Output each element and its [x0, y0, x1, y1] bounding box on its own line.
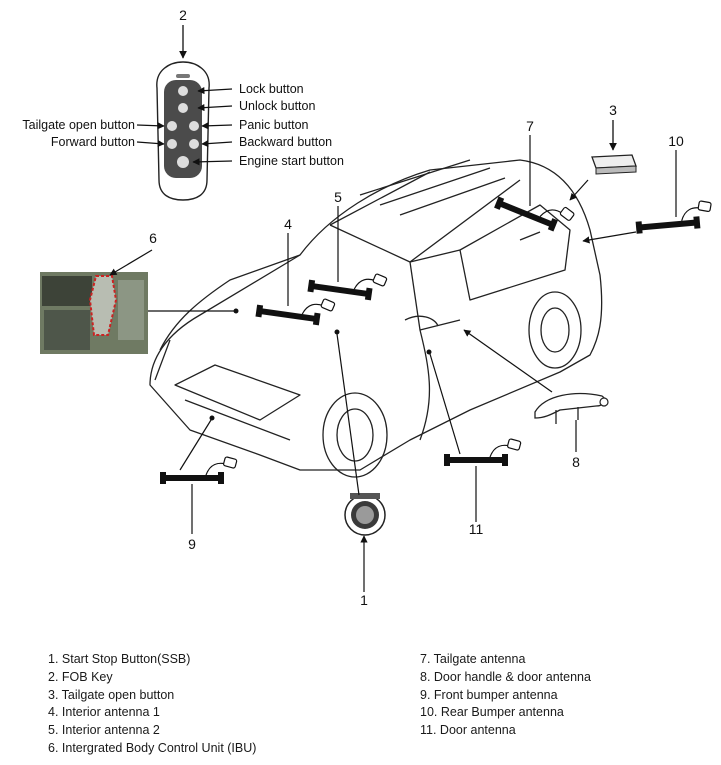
- callout-1: 1: [360, 592, 368, 608]
- component-location-diagram: Lock button Unlock button Panic button B…: [22, 7, 715, 608]
- legend-item: 7. Tailgate antenna: [420, 652, 526, 666]
- legend-item: 5. Interior antenna 2: [48, 723, 160, 738]
- legend-item: 3. Tailgate open button: [48, 687, 175, 702]
- callout-4: 4: [284, 216, 292, 232]
- fob-label-backward: Backward button: [239, 135, 332, 149]
- legend-item: 1. Start Stop Button(SSB): [48, 652, 191, 666]
- legend-left: 1. Start Stop Button(SSB) 2. FOB Key 3. …: [48, 651, 256, 758]
- ibu-photo: [40, 272, 148, 354]
- legend-item: 2. FOB Key: [48, 669, 113, 684]
- fob-label-forward: Forward button: [51, 135, 135, 149]
- tailgate-open-button-part: [591, 154, 637, 175]
- callout-10: 10: [668, 133, 684, 149]
- callout-2: 2: [179, 7, 187, 23]
- interior-antenna-1: [254, 288, 337, 328]
- fob-label-tailgate: Tailgate open button: [22, 118, 135, 132]
- callout-3: 3: [609, 102, 617, 118]
- fob-key: [156, 61, 210, 201]
- rear-bumper-antenna: [633, 199, 715, 235]
- legend-item: 9. Front bumper antenna: [420, 687, 558, 702]
- fob-label-engine: Engine start button: [239, 154, 344, 168]
- fob-label-panic: Panic button: [239, 118, 309, 132]
- legend-item: 10. Rear Bumper antenna: [420, 705, 564, 720]
- front-bumper-antenna: [159, 456, 238, 485]
- legend-right: 7. Tailgate antenna 8. Door handle & doo…: [420, 651, 591, 740]
- legend-item: 4. Interior antenna 1: [48, 705, 160, 720]
- fob-label-unlock: Unlock button: [239, 99, 315, 113]
- callout-11: 11: [469, 521, 484, 537]
- interior-antenna-2: [306, 263, 389, 303]
- fob-label-lock: Lock button: [239, 82, 304, 96]
- car-illustration: [149, 159, 603, 478]
- start-stop-button: [344, 493, 386, 536]
- callout-9: 9: [188, 536, 196, 552]
- callout-5: 5: [334, 189, 342, 205]
- door-antenna: [443, 438, 522, 467]
- callout-8: 8: [572, 454, 580, 470]
- callout-6: 6: [149, 230, 157, 246]
- legend-item: 8. Door handle & door antenna: [420, 669, 591, 684]
- legend-item: 11. Door antenna: [420, 723, 516, 738]
- legend-item: 6. Intergrated Body Control Unit (IBU): [48, 740, 257, 755]
- callout-7: 7: [526, 118, 534, 134]
- door-handle-antenna: [534, 392, 609, 424]
